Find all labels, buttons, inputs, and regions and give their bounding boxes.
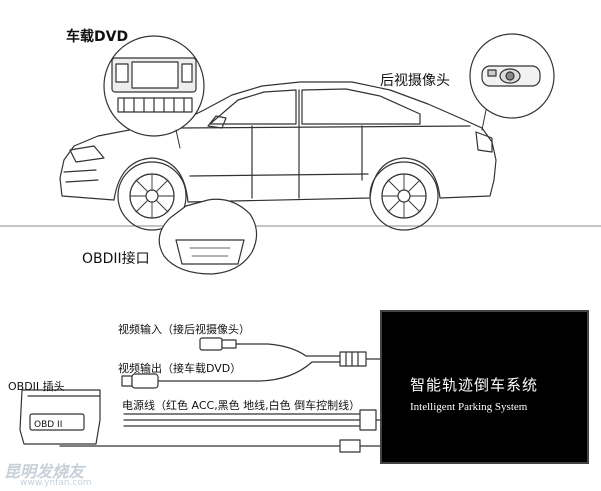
label-video-output: 视频输出（接车载DVD） <box>118 362 242 375</box>
main-connector <box>339 351 381 367</box>
video-output-cable <box>121 361 341 389</box>
label-power-line: 电源线（红色 ACC,黑色 地线,白色 倒车控制线） <box>122 399 361 412</box>
label-obd-port: OBDII接口 <box>82 251 150 267</box>
obd-port-icon <box>175 239 245 265</box>
watermark-text: 昆明发烧友 <box>4 462 85 481</box>
system-title-cn: 智能轨迹倒车系统 <box>410 376 539 394</box>
power-wires <box>123 409 381 431</box>
label-car-dvd: 车载DVD <box>66 29 129 45</box>
label-video-input: 视频输入（接后视摄像头） <box>118 323 250 336</box>
label-obd-plug: OBDII 插头 <box>8 380 65 393</box>
obd-plug-cable <box>59 439 381 453</box>
obd-module-text: OBD II <box>34 420 63 430</box>
car-body <box>59 81 497 203</box>
obd-plug-module <box>19 389 101 445</box>
car-windows <box>209 88 421 125</box>
dvd-dashboard <box>111 57 197 113</box>
camera-icon <box>481 65 541 87</box>
parking-system-box <box>380 310 589 464</box>
system-title-en: Intelligent Parking System <box>410 401 528 413</box>
label-rear-camera: 后视摄像头 <box>380 73 450 89</box>
video-input-cable <box>199 337 341 357</box>
watermark-url: www.ynfan.com <box>20 478 92 488</box>
front-wheel <box>117 161 187 231</box>
rear-wheel <box>369 161 439 231</box>
